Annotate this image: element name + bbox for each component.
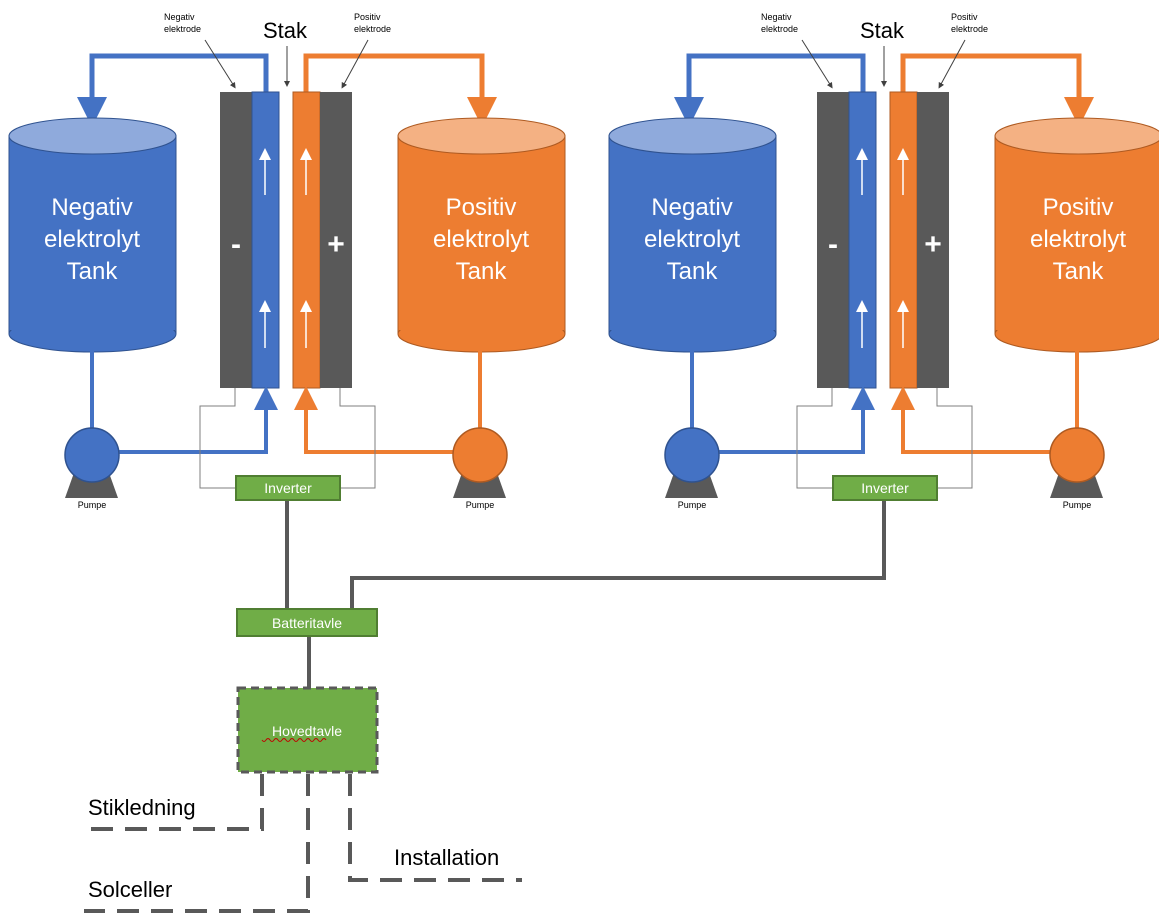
cell-stack: - + [817, 91, 949, 389]
hovedtavle-label: Hovedtavle [272, 723, 342, 739]
negativ-elektrode-pointer [801, 39, 833, 89]
positiv-elektrode-label-2: elektrode [951, 24, 988, 34]
stak-label: Stak [860, 18, 905, 43]
negativ-elektrode-label-1: Negativ [761, 12, 792, 22]
stak-label: Stak [263, 18, 308, 43]
neg-tank-label-2: elektrolyt [644, 226, 740, 253]
positive-feed-pipe [891, 386, 1051, 454]
inverter-wire-pos [339, 388, 376, 489]
arrow-up-icon [300, 148, 312, 195]
positiv-elektrode-pointer [341, 39, 369, 89]
batteritavle-box [236, 608, 378, 637]
positive-tank: Positiv elektrolyt Tank [397, 117, 566, 353]
positiv-elektrode-label-1: Positiv [951, 12, 978, 22]
arrow-up-icon [856, 300, 868, 348]
pump-label: Pumpe [78, 500, 107, 510]
negativ-elektrode-label-1: Negativ [164, 12, 195, 22]
installation-label: Installation [394, 845, 499, 870]
arrow-up-icon [300, 300, 312, 348]
distribution: Batteritavle Hovedtavle Stikledning Inst… [84, 501, 886, 913]
pump-icon [1049, 427, 1105, 498]
battery-unit-right: Negativ elektrolyt Tank Positiv elektrol… [608, 12, 1159, 510]
arrow-up-icon [856, 148, 868, 195]
hovedtavle-box [236, 686, 379, 774]
arrow-up-icon [897, 300, 909, 348]
neg-tank-label-3: Tank [667, 258, 719, 285]
stikledning-line [84, 774, 264, 831]
neg-tank-label-2: elektrolyt [44, 226, 140, 253]
solceller-label: Solceller [88, 877, 172, 902]
inverter-wire-pos [936, 388, 973, 489]
positive-feed-pipe [294, 386, 454, 454]
negative-feed-pipe [118, 386, 278, 454]
batteritavle-label: Batteritavle [272, 615, 342, 631]
arrow-up-icon [259, 148, 271, 195]
installation-line [348, 774, 522, 882]
negative-electrode [220, 92, 252, 388]
battery-unit-left: Negativ elektrolyt Tank Positiv elektrol… [8, 12, 566, 510]
inverter-wire-neg [199, 388, 236, 489]
minus-sign: - [231, 228, 241, 261]
plus-sign: + [327, 228, 345, 261]
plus-sign: + [924, 228, 942, 261]
negative-electrode [817, 92, 849, 388]
minus-sign: - [828, 228, 838, 261]
arrow-up-icon [897, 148, 909, 195]
inverter-box [235, 475, 341, 501]
positive-tank: Positiv elektrolyt Tank [994, 117, 1159, 353]
tank-top-ellipse [397, 117, 566, 155]
neg-tank-label-1: Negativ [651, 194, 732, 221]
cell-stack: - + [220, 91, 352, 389]
pump-icon [452, 427, 508, 498]
spellcheck-underline [261, 738, 327, 742]
tank-top-ellipse [8, 117, 177, 155]
negative-return-pipe [674, 53, 866, 127]
positiv-elektrode-label-2: elektrode [354, 24, 391, 34]
neg-tank-label-1: Negativ [51, 194, 132, 221]
pump-label: Pumpe [1063, 500, 1092, 510]
positive-electrode [320, 92, 352, 388]
negativ-elektrode-pointer [204, 39, 236, 89]
stikledning-label: Stikledning [88, 795, 196, 820]
negative-return-pipe [77, 53, 269, 127]
negativ-elektrode-label-2: elektrode [164, 24, 201, 34]
arrow-up-icon [259, 300, 271, 348]
pos-tank-label-2: elektrolyt [433, 226, 529, 253]
inverter-wire-neg [796, 388, 833, 489]
pos-tank-label-3: Tank [1053, 258, 1105, 285]
positive-electrode [917, 92, 949, 388]
pos-tank-label-3: Tank [456, 258, 508, 285]
positiv-elektrode-label-1: Positiv [354, 12, 381, 22]
inverter-box [832, 475, 938, 501]
pos-tank-label-2: elektrolyt [1030, 226, 1126, 253]
inverter-label: Inverter [264, 480, 312, 496]
negative-tank: Negativ elektrolyt Tank [608, 117, 777, 353]
negativ-elektrode-label-2: elektrode [761, 24, 798, 34]
right-inverter-cable [350, 501, 886, 609]
positiv-elektrode-pointer [938, 39, 966, 89]
neg-tank-label-3: Tank [67, 258, 119, 285]
pos-tank-label-1: Positiv [446, 194, 517, 221]
inverter-label: Inverter [861, 480, 909, 496]
solceller-line [84, 774, 310, 913]
positive-return-pipe [303, 53, 497, 127]
pump-label: Pumpe [466, 500, 495, 510]
pump-icon [664, 427, 720, 498]
positive-return-pipe [900, 53, 1094, 127]
pump-label: Pumpe [678, 500, 707, 510]
pos-tank-label-1: Positiv [1043, 194, 1114, 221]
pump-icon [64, 427, 120, 498]
negative-tank: Negativ elektrolyt Tank [8, 117, 177, 353]
negative-feed-pipe [718, 386, 875, 454]
tank-top-ellipse [608, 117, 777, 155]
tank-top-ellipse [994, 117, 1159, 155]
